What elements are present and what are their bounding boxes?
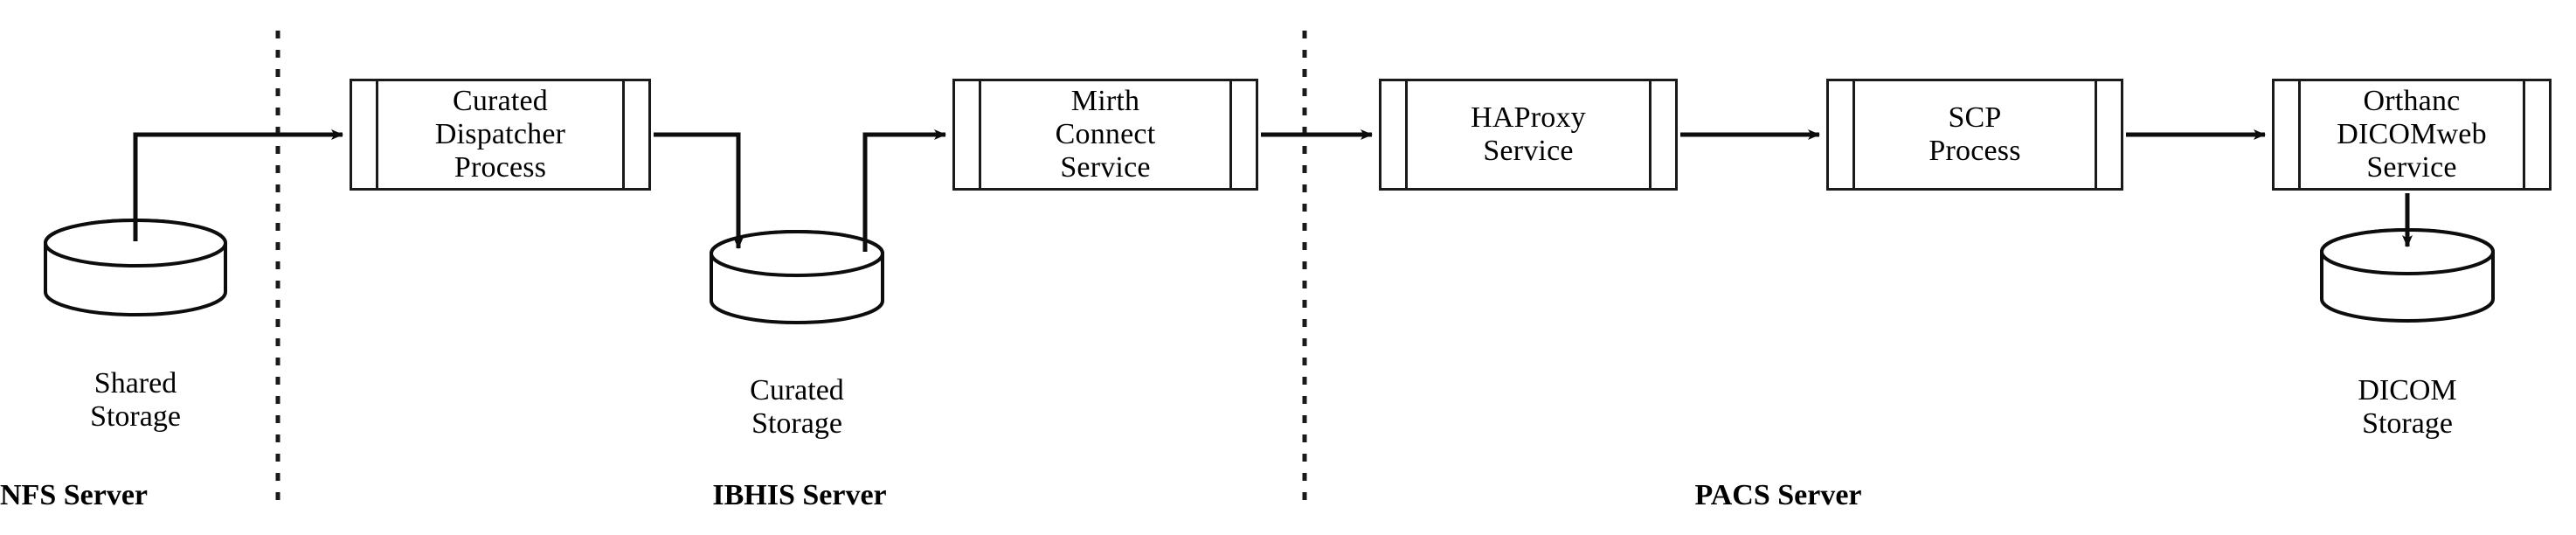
component-label: Orthanc DICOMweb Service	[2301, 81, 2523, 188]
component-label-line: Curated	[452, 84, 549, 117]
component-label-line: Connect	[1055, 117, 1156, 150]
storage-label-line: Curated	[750, 374, 844, 406]
component-label-line: DICOMweb	[2337, 117, 2487, 150]
component-label-line: Process	[454, 151, 547, 184]
component-label-line: Mirth	[1070, 84, 1140, 117]
storage-label-line: DICOM	[2358, 374, 2457, 406]
storage-label-line: Storage	[90, 400, 181, 434]
server-caption-nfs: NFS Server	[0, 479, 149, 511]
component-label-line: Service	[2366, 151, 2457, 184]
component-label-line: SCP	[1948, 101, 2002, 134]
server-caption-pacs: PACS Server	[1694, 479, 1862, 511]
component-label-line: HAProxy	[1471, 101, 1586, 134]
component-label: Curated Dispatcher Process	[378, 81, 622, 188]
storage-cylinders	[44, 219, 2495, 324]
component-label-line: Service	[1060, 151, 1151, 184]
component-orthanc-dicomweb-service[interactable]: Orthanc DICOMweb Service	[2272, 79, 2552, 191]
component-left-connector-bar	[352, 81, 378, 188]
curated-storage-cylinder	[710, 230, 884, 324]
connector-curated-storage-to-mirth-connect	[862, 129, 946, 252]
component-left-connector-bar	[1381, 81, 1408, 188]
storage-label-line: Shared	[93, 367, 177, 400]
component-right-connector-bar	[2095, 81, 2121, 188]
connectors	[133, 129, 2413, 252]
storage-label-curated-storage: Curated Storage	[666, 374, 928, 441]
component-right-connector-bar	[622, 81, 648, 188]
component-left-connector-bar	[1829, 81, 1855, 188]
component-right-connector-bar	[1229, 81, 1256, 188]
storage-label-shared-storage: Shared Storage	[0, 367, 271, 434]
component-label-line: Process	[1929, 135, 2021, 167]
component-label: Mirth Connect Service	[981, 81, 1229, 188]
component-label-line: Service	[1483, 135, 1574, 167]
component-label: SCP Process	[1855, 81, 2095, 188]
component-scp-process[interactable]: SCP Process	[1826, 79, 2123, 191]
storage-label-dicom-storage: DICOM Storage	[2276, 374, 2538, 441]
connector-shared-storage-to-curated-dispatcher	[133, 129, 343, 241]
component-left-connector-bar	[2275, 81, 2301, 188]
component-haproxy-service[interactable]: HAProxy Service	[1379, 79, 1678, 191]
component-right-connector-bar	[1649, 81, 1675, 188]
storage-label-line: Storage	[751, 407, 842, 441]
component-label-line: Dispatcher	[434, 117, 566, 150]
component-label-line: Orthanc	[2363, 84, 2461, 117]
component-label: HAProxy Service	[1408, 81, 1649, 188]
component-right-connector-bar	[2523, 81, 2549, 188]
storage-label-line: Storage	[2362, 407, 2453, 441]
zone-dividers	[275, 31, 1307, 507]
shared-storage-cylinder	[44, 219, 227, 316]
dicom-storage-cylinder	[2320, 228, 2495, 323]
component-left-connector-bar	[955, 81, 981, 188]
server-caption-ibhis: IBHIS Server	[712, 479, 887, 511]
component-mirth-connect-service[interactable]: Mirth Connect Service	[952, 79, 1258, 191]
component-curated-dispatcher-process[interactable]: Curated Dispatcher Process	[350, 79, 651, 191]
connector-curated-dispatcher-to-curated-storage	[654, 132, 744, 249]
